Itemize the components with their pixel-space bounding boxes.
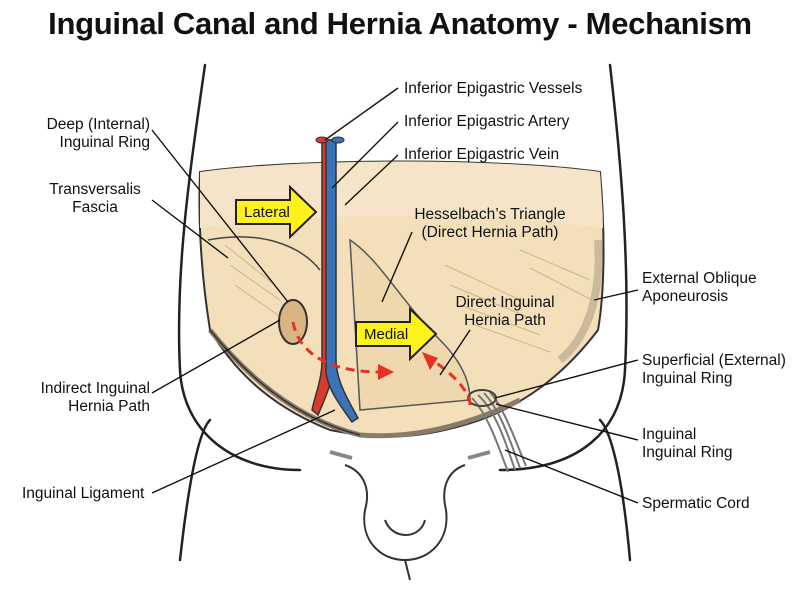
label-hesselbach-line2: (Direct Hernia Path) [421,224,559,241]
label-hesselbach-line1: Hesselbach’s Triangle [414,206,566,223]
external-oblique-edge [557,239,603,364]
label-indirect-line2: Hernia Path [68,398,150,415]
label-inguinal-ring-line2: Inguinal Ring [642,444,733,461]
label-inguinal-ring: Inguinal Inguinal Ring [642,426,732,462]
lateral-arrow-label: Lateral [244,204,290,221]
leader-lines [151,87,639,504]
label-inferior-epigastric-artery: Inferior Epigastric Artery [404,113,570,130]
inferior-epigastric-vessels [311,136,359,424]
label-hesselbach-triangle: Hesselbach’s Triangle (Direct Hernia Pat… [405,206,575,242]
medial-arrow [355,306,438,362]
label-external-oblique-line1: External Oblique [642,270,757,287]
genital-outline [344,464,466,581]
label-deep-inguinal-ring: Deep (Internal) Inguinal Ring [20,116,150,152]
label-external-oblique-line2: Aponeurosis [642,288,729,305]
label-transversalis-line2: Fascia [72,199,118,216]
label-direct-line1: Direct Inguinal [455,294,555,311]
label-superficial-line1: Superficial (External) [642,352,786,369]
label-transversalis-line1: Transversalis [49,181,141,198]
transversalis-fold [207,236,321,271]
label-inferior-epigastric-vessels: Inferior Epigastric Vessels [404,80,583,97]
diagram-title: Inguinal Canal and Hernia Anatomy - Mech… [48,6,752,41]
label-indirect-line1: Indirect Inguinal [40,380,150,397]
muscle-fibres [224,244,593,353]
label-inguinal-ring-line1: Inguinal [642,426,697,443]
label-spermatic-cord: Spermatic Cord [642,495,750,512]
lateral-arrow [235,184,318,240]
hernia-arrowheads [378,352,438,380]
label-direct-line2: Hernia Path [464,312,546,329]
spermatic-cord [471,391,527,473]
label-external-oblique: External Oblique Aponeurosis [642,270,757,306]
label-inguinal-ligament: Inguinal Ligament [22,485,145,502]
medial-arrow-label: Medial [364,326,409,343]
hernia-paths [291,321,472,406]
label-superficial-inguinal-ring: Superficial (External) Inguinal Ring [642,352,786,388]
label-transversalis-fascia: Transversalis Fascia [36,181,154,217]
label-direct-hernia-path: Direct Inguinal Hernia Path [440,294,570,330]
label-superficial-line2: Inguinal Ring [642,370,733,387]
label-deep-ring-line2: Inguinal Ring [59,134,150,151]
label-indirect-hernia-path: Indirect Inguinal Hernia Path [10,380,150,416]
label-inferior-epigastric-vein: Inferior Epigastric Vein [404,146,560,163]
label-deep-ring-line1: Deep (Internal) [46,116,150,133]
